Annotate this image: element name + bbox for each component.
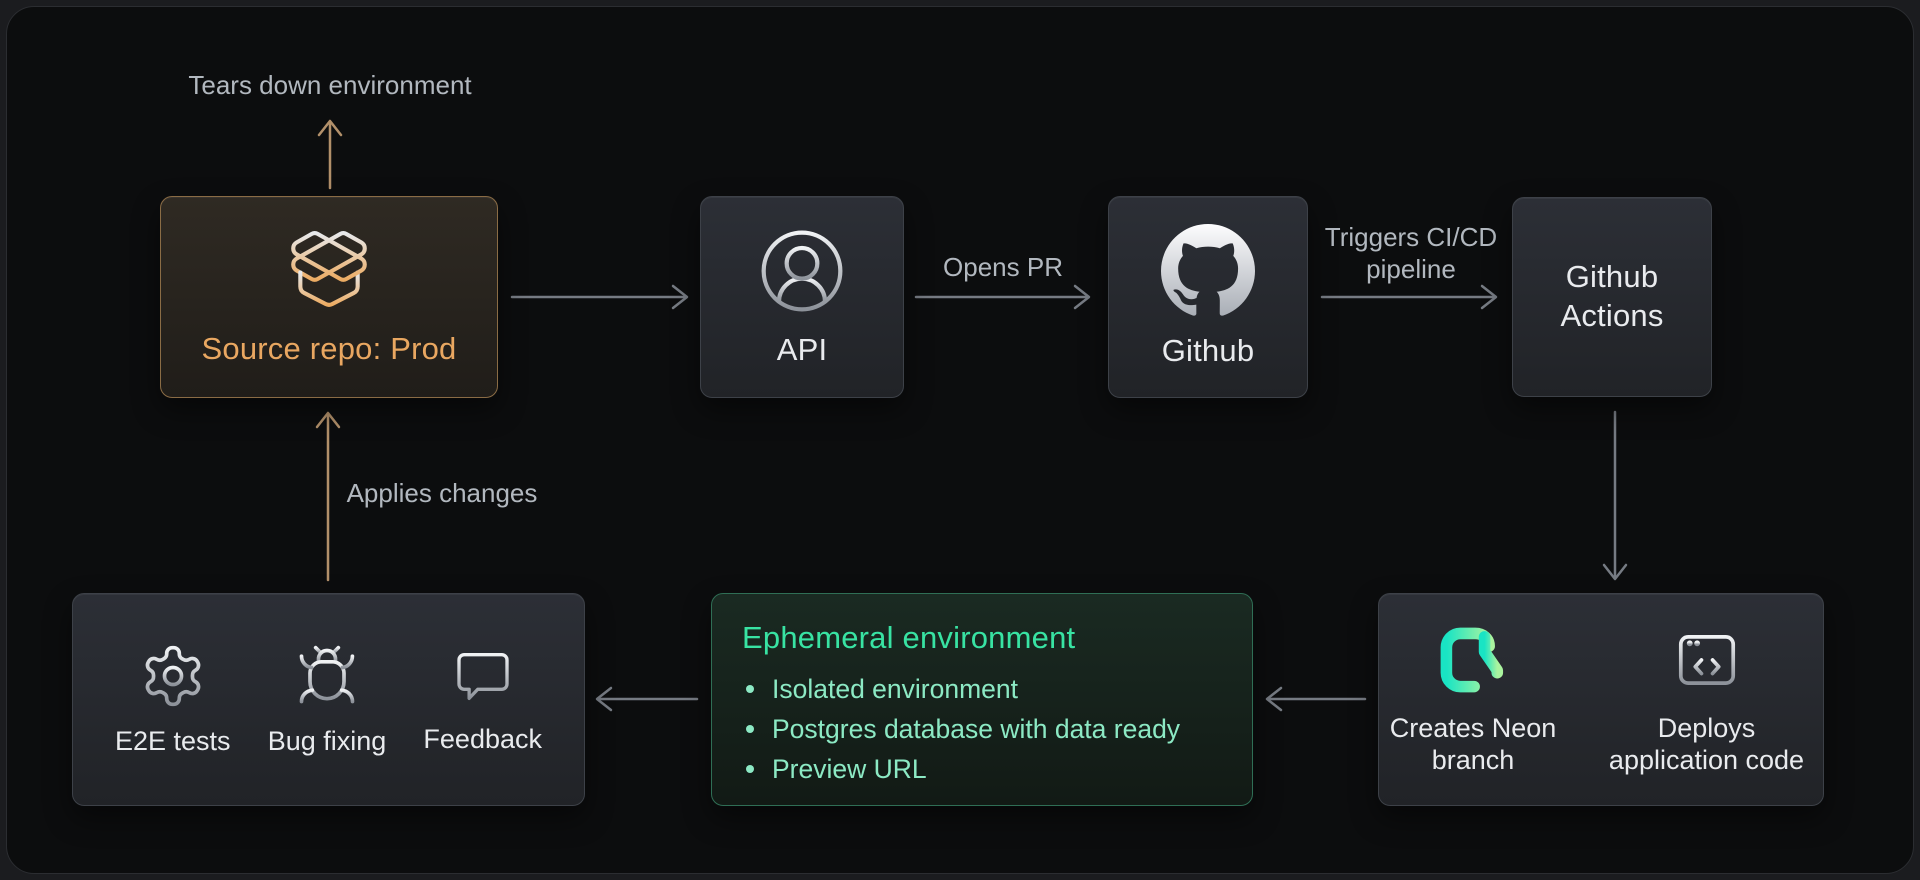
bullet-preview-url: Preview URL [742,754,1180,784]
node-ephemeral-environment: Ephemeral environment Isolated environme… [711,593,1253,806]
node-github-actions: Github Actions [1512,197,1712,397]
edge-label-opens-pr: Opens PR [943,252,1063,282]
node-api: API [700,196,904,398]
pipeline-item-neon-branch: Creates Neon branch [1381,623,1566,777]
edge-label-triggers-pipeline: Triggers CI/CD pipeline [1324,222,1498,284]
package-open-icon [286,226,372,312]
edge-label-tears-down: Tears down environment [188,70,472,100]
browser-code-icon [1670,623,1744,697]
github-logo-icon [1161,223,1255,318]
node-github: Github [1108,196,1308,398]
node-pipeline-outputs: Creates Neon branch Dep [1378,593,1824,806]
node-github-actions-label: Github Actions [1560,259,1664,333]
node-source-repo: Source repo: Prod [160,196,498,398]
bug-icon [293,642,361,710]
gear-icon [139,642,207,710]
pipeline-item-neon-branch-label: Creates Neon branch [1389,712,1557,775]
neon-logo-icon [1436,623,1510,697]
validation-item-bug-fixing-label: Bug fixing [267,725,387,756]
node-source-repo-label: Source repo: Prod [201,330,457,366]
edge-label-applies-changes: Applies changes [346,478,538,508]
bullet-isolated-environment: Isolated environment [742,674,1180,704]
node-api-label: API [776,331,828,367]
node-github-label: Github [1161,332,1255,368]
pipeline-item-deploy-code: Deploys application code [1592,623,1822,777]
bullet-postgres-database: Postgres database with data ready [742,714,1180,744]
speech-bubble-icon [451,644,515,708]
ephemeral-environment-bullets: Isolated environment Postgres database w… [742,674,1180,794]
validation-item-bug-fixing: Bug fixing [267,642,387,758]
validation-item-e2e-tests-label: E2E tests [115,725,231,756]
ephemeral-environment-title: Ephemeral environment [742,620,1076,655]
validation-item-feedback: Feedback [423,644,542,756]
validation-item-feedback-label: Feedback [423,723,542,754]
pipeline-item-deploy-code-label: Deploys application code [1608,712,1805,775]
node-validation: E2E tests [72,593,585,806]
user-circle-icon [756,225,848,317]
validation-item-e2e-tests: E2E tests [115,642,231,758]
